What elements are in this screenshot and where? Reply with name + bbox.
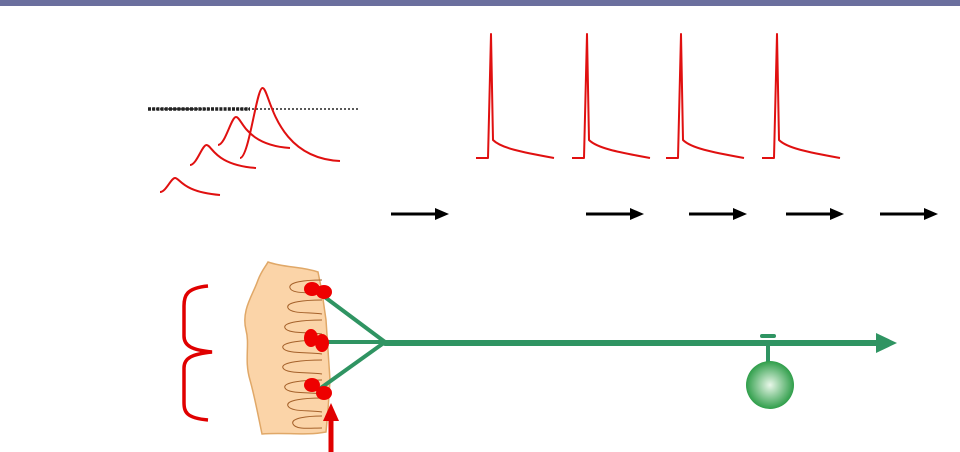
- generator-potentials: [159, 86, 341, 196]
- right-arrow-icon: [880, 208, 938, 220]
- action-potential-icon: [666, 33, 745, 159]
- right-arrow-icon: [586, 208, 644, 220]
- generator-potential: [189, 143, 257, 169]
- left-brace-icon: [182, 284, 213, 422]
- title-bar: [0, 0, 960, 6]
- generator-potential: [159, 176, 221, 196]
- generator-potential: [217, 115, 291, 149]
- axon-arrow-head: [876, 333, 897, 353]
- receptor-group: [304, 282, 332, 400]
- receptor-icon: [304, 282, 332, 299]
- membrane-folds: [282, 279, 323, 429]
- right-arrow-icon: [786, 208, 844, 220]
- generator-potential: [239, 86, 341, 162]
- receptor-icon: [304, 329, 329, 352]
- summating-potentials-icon: [148, 86, 360, 196]
- up-arrow-icon: [323, 403, 339, 452]
- receptor-icon: [304, 378, 332, 400]
- action-potential-icon: [572, 33, 651, 159]
- axon-branch-upper: [316, 290, 387, 344]
- axon-branch-lower: [316, 340, 387, 392]
- propagation-arrows: [391, 208, 938, 220]
- stimulus-arrow-head: [323, 403, 339, 421]
- axon-icon: [316, 290, 897, 409]
- right-arrow-icon: [689, 208, 747, 220]
- action-potential-icon: [762, 33, 841, 159]
- right-arrow-icon: [391, 208, 449, 220]
- cell-body-icon: [746, 361, 794, 409]
- action-potential-train: [476, 33, 841, 159]
- action-potential-icon: [476, 33, 555, 159]
